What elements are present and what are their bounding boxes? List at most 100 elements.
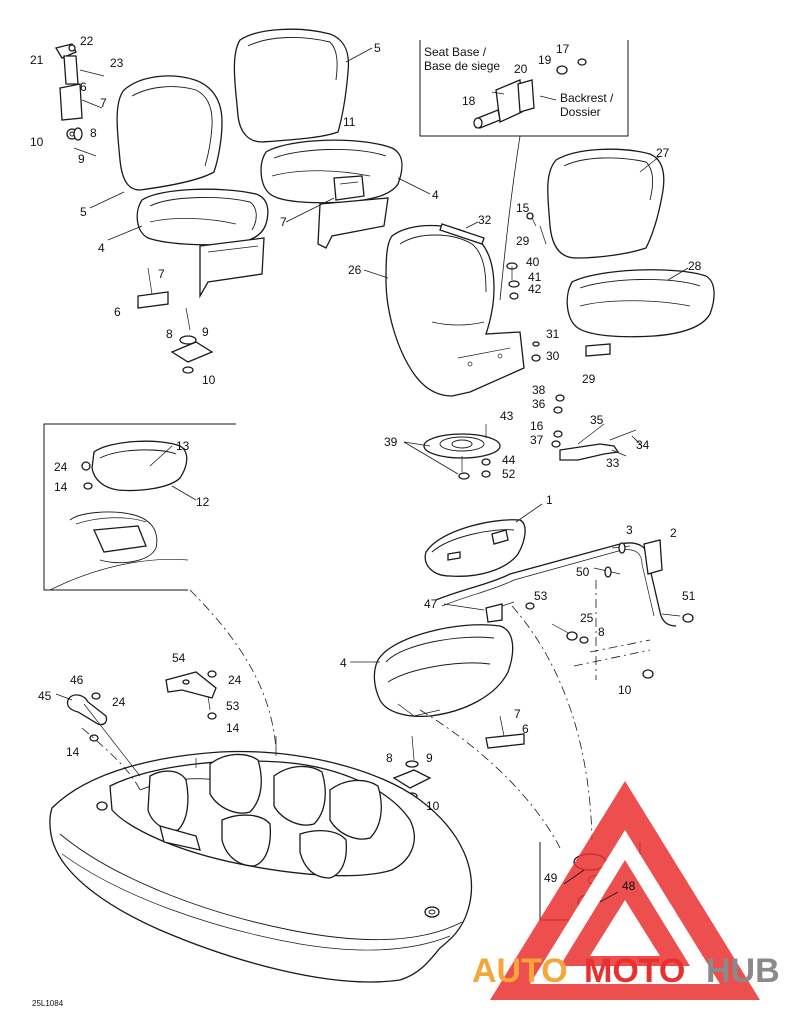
callout-53: 53: [534, 589, 548, 603]
callout-40: 40: [526, 255, 540, 269]
callout-27: 27: [656, 146, 670, 160]
callout-17: 17: [556, 42, 570, 56]
storage-bucket: [373, 624, 525, 800]
callout-16: 16: [530, 419, 544, 433]
seat-shell-middle: [385, 223, 565, 414]
callout-5b: 5: [80, 205, 87, 219]
callout-15: 15: [516, 201, 530, 215]
callout-19: 19: [538, 53, 552, 67]
callout-31: 31: [546, 327, 560, 341]
callout-7b: 7: [280, 215, 287, 229]
callout-23: 23: [110, 56, 124, 70]
seat-shell: [385, 224, 525, 397]
callout-12: 12: [196, 495, 210, 509]
callout-37: 37: [530, 433, 544, 447]
callout-10c: 10: [618, 683, 632, 697]
callout-4b: 4: [432, 188, 439, 202]
relation-lines: [81, 589, 593, 849]
callout-4c: 4: [340, 656, 347, 670]
callout-44: 44: [502, 453, 516, 467]
callout-8b: 8: [166, 327, 173, 341]
callout-22: 22: [80, 34, 94, 48]
callout-21: 21: [30, 53, 44, 67]
inset-seat-base: Seat Base / Base de siege Backrest / Dos…: [419, 40, 629, 301]
callout-34: 34: [636, 438, 650, 452]
backrest-left: [116, 75, 223, 191]
callout-10: 10: [30, 135, 44, 149]
callout-24b: 24: [228, 673, 242, 687]
callout-1: 1: [546, 493, 553, 507]
callout-54: 54: [172, 651, 186, 665]
callout-35: 35: [590, 413, 604, 427]
callout-8: 8: [90, 126, 97, 140]
callout-numbers: 22 21 23 6 7 8 10 9 5 11 5 4 4 7 7 6 8 9…: [30, 34, 702, 1008]
callout-52: 52: [502, 467, 516, 481]
callout-33: 33: [606, 456, 620, 470]
watermark-logo: AUTO MOTO HUB: [472, 781, 780, 1000]
callout-47: 47: [424, 597, 438, 611]
callout-43: 43: [500, 409, 514, 423]
inset-storage-lid: [43, 423, 236, 591]
callout-38: 38: [532, 383, 546, 397]
callout-7d: 7: [514, 707, 521, 721]
callout-8d: 8: [386, 751, 393, 765]
inset-title-backrest: Backrest /: [560, 91, 614, 105]
callout-4: 4: [98, 241, 105, 255]
swivel-base: [423, 423, 637, 480]
callout-14: 14: [54, 480, 68, 494]
callout-46: 46: [70, 673, 84, 687]
callout-42: 42: [528, 282, 542, 296]
backrest-center: [233, 28, 350, 143]
lid-tray: [424, 519, 526, 577]
callout-18: 18: [462, 94, 476, 108]
callout-36: 36: [532, 397, 546, 411]
bucket: [373, 624, 514, 718]
inset-title-dossier: Dossier: [560, 105, 601, 119]
callout-9: 9: [78, 152, 85, 166]
storage-lid: [91, 440, 188, 492]
callout-10d: 10: [426, 799, 440, 813]
watermark-text-auto: AUTO: [472, 952, 568, 990]
callout-9b: 9: [202, 325, 209, 339]
callout-29b: 29: [582, 372, 596, 386]
inset-title-base-de-siege: Base de siege: [424, 59, 500, 73]
callout-6b: 6: [114, 305, 121, 319]
callout-39: 39: [384, 435, 398, 449]
callout-32: 32: [478, 213, 492, 227]
callout-26: 26: [348, 263, 362, 277]
callout-25: 25: [580, 611, 594, 625]
callout-14b: 14: [226, 721, 240, 735]
callout-6: 6: [80, 80, 87, 94]
callout-53b: 53: [226, 699, 240, 713]
watermark-text-moto: MOTO: [584, 952, 685, 990]
storage-bin-frame: [424, 519, 694, 680]
callout-13: 13: [176, 439, 190, 453]
callout-30: 30: [546, 349, 560, 363]
callout-3: 3: [626, 523, 633, 537]
callout-41: 41: [528, 270, 542, 284]
callout-51: 51: [682, 589, 696, 603]
callout-7c: 7: [158, 267, 165, 281]
callout-20: 20: [514, 62, 528, 76]
inset-title-seat-base: Seat Base /: [424, 45, 487, 59]
watermark-text-hub: HUB: [706, 952, 780, 990]
callout-24c: 24: [112, 695, 126, 709]
callout-50: 50: [576, 565, 590, 579]
callout-29: 29: [516, 234, 530, 248]
callout-9c: 9: [426, 751, 433, 765]
callout-6c: 6: [522, 722, 529, 736]
seat-assembly-center: [233, 28, 403, 249]
callout-14c: 14: [66, 745, 80, 759]
callout-7: 7: [100, 96, 107, 110]
callout-5: 5: [374, 41, 381, 55]
callout-49: 49: [544, 871, 558, 885]
callout-24: 24: [54, 460, 68, 474]
callout-2: 2: [670, 526, 677, 540]
leader-lines: [55, 47, 689, 903]
seat-cushion-left: [136, 188, 269, 246]
callout-11: 11: [343, 115, 356, 129]
callout-8c: 8: [598, 625, 605, 639]
callout-48: 48: [622, 879, 636, 893]
drawing-id: 25L1084: [32, 999, 64, 1008]
